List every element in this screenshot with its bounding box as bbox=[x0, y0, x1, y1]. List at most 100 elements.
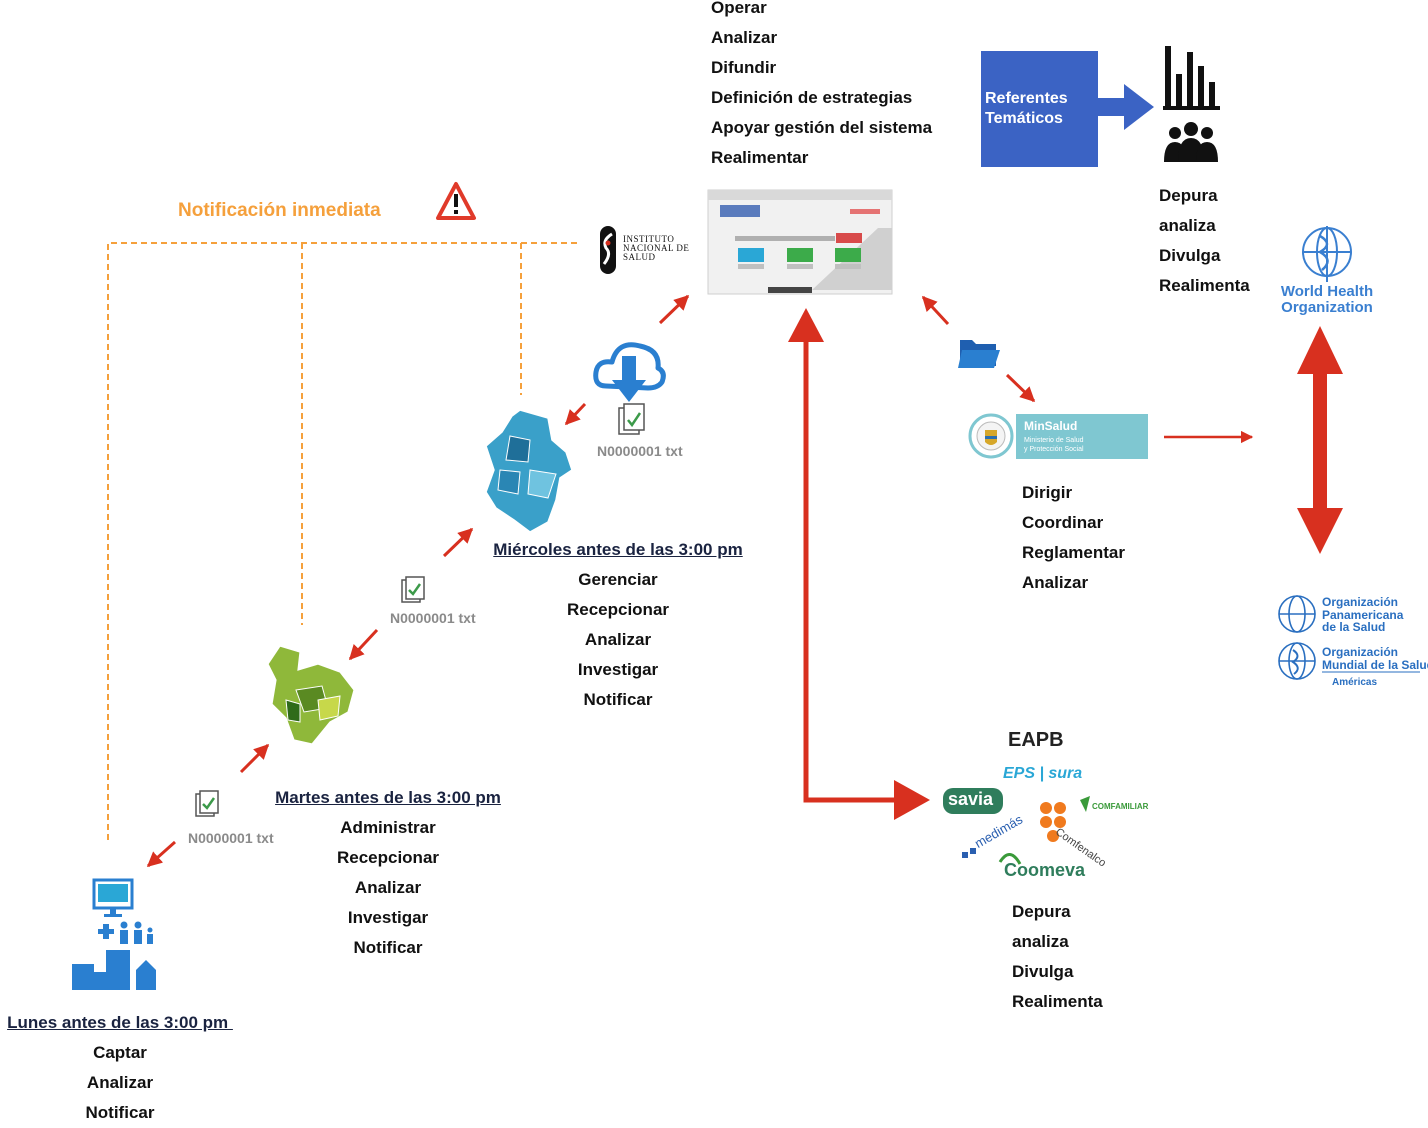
comfamiliar-logo-mark bbox=[1080, 796, 1090, 812]
eapb-title: EAPB bbox=[1008, 729, 1064, 751]
martes-action: Analizar bbox=[354, 878, 422, 897]
ins-logo-line: Salud bbox=[623, 252, 656, 262]
eapb-action: Depura bbox=[1012, 902, 1071, 921]
oms-logo-text: Organización Mundial de la Salud bbox=[1322, 646, 1428, 671]
referentes-label: Referentes Temáticos bbox=[985, 90, 1068, 127]
cloud-download-icon bbox=[593, 342, 666, 402]
miercoles-action: Gerenciar bbox=[578, 570, 658, 589]
savia-logo-text: savia bbox=[948, 789, 994, 809]
miercoles-action: Investigar bbox=[577, 660, 659, 679]
eapb-action: Realimenta bbox=[1012, 992, 1103, 1011]
people-group-icon bbox=[1164, 122, 1218, 162]
miercoles-action: Notificar bbox=[583, 690, 653, 709]
who-logo-line: Organization bbox=[1281, 299, 1373, 316]
file-label: N0000001 txt bbox=[188, 830, 274, 846]
referentes-action: analiza bbox=[1159, 216, 1216, 235]
who-ops-double-arrow bbox=[1297, 326, 1343, 554]
referentes-actions: Depura analiza Divulga Realimenta bbox=[1159, 181, 1250, 301]
who-emblem-icon bbox=[1302, 226, 1352, 282]
lunes-title: Lunes antes de las 3:00 pm bbox=[7, 1013, 233, 1032]
referentes-action: Depura bbox=[1159, 186, 1218, 205]
center-actions: Operar Analizar Difundir Definición de e… bbox=[711, 0, 932, 173]
arrow-to-department bbox=[348, 628, 379, 661]
ins-logo-text: Instituto Nacional de Salud bbox=[623, 235, 689, 262]
coomeva-logo-text: Coomeva bbox=[1004, 860, 1086, 880]
minsalud-logo-sub: Ministerio de Salud y Protección Social bbox=[1024, 436, 1084, 454]
miercoles-title: Miércoles antes de las 3:00 pm bbox=[493, 540, 743, 559]
lunes-block: Lunes antes de las 3:00 pm Captar Analiz… bbox=[0, 1008, 240, 1128]
minsalud-logo-sub-line: y Protección Social bbox=[1024, 446, 1084, 453]
martes-block: Martes antes de las 3:00 pm Administrar … bbox=[258, 783, 518, 963]
file-label: N0000001 txt bbox=[390, 610, 476, 626]
sura-logo: EPS | sura bbox=[1003, 765, 1083, 782]
arrow-up-to-department bbox=[239, 743, 270, 774]
arrow-to-platform bbox=[658, 294, 690, 325]
martes-title: Martes antes de las 3:00 pm bbox=[275, 788, 501, 807]
ins-logo-line: Instituto bbox=[623, 234, 675, 244]
arrow-folder-to-minsalud bbox=[1005, 373, 1036, 403]
martes-action: Administrar bbox=[340, 818, 436, 837]
center-action: Operar bbox=[711, 0, 767, 17]
miercoles-block: Miércoles antes de las 3:00 pm Gerenciar… bbox=[478, 535, 758, 715]
minsalud-action: Reglamentar bbox=[1022, 543, 1125, 562]
minsalud-logo: MinSalud Ministerio de Salud y Protecció… bbox=[1016, 414, 1148, 459]
martes-action: Recepcionar bbox=[336, 848, 440, 867]
flow-arrows bbox=[146, 294, 1254, 868]
file-label: N0000001 txt bbox=[597, 443, 683, 459]
folder-icon bbox=[958, 340, 1000, 368]
lunes-action: Notificar bbox=[85, 1103, 155, 1122]
ops-logo-line: Panamericana bbox=[1322, 607, 1404, 622]
bar-chart-icon bbox=[1163, 46, 1220, 110]
minsalud-logo-title: MinSalud bbox=[1024, 419, 1078, 433]
colombia-coat-of-arms-icon bbox=[968, 413, 1014, 459]
sivigila-platform-screenshot bbox=[707, 189, 893, 295]
who-logo-text: World Health Organization bbox=[1276, 284, 1378, 316]
coomeva-logo-mark bbox=[998, 853, 1022, 865]
colombia-map bbox=[485, 409, 573, 533]
eapb-action: analiza bbox=[1012, 932, 1069, 951]
oms-logo-line: Organización bbox=[1322, 645, 1399, 659]
minsalud-action: Analizar bbox=[1022, 573, 1089, 592]
martes-action: Investigar bbox=[347, 908, 429, 927]
oms-emblem-icon bbox=[1278, 642, 1316, 680]
document-check-icon-1 bbox=[618, 403, 645, 435]
martes-action: Notificar bbox=[353, 938, 423, 957]
center-action: Difundir bbox=[711, 58, 777, 77]
center-action: Apoyar gestión del sistema bbox=[711, 118, 933, 137]
center-action: Analizar bbox=[711, 28, 778, 47]
ins-logo-mark bbox=[600, 226, 616, 274]
miercoles-action: Recepcionar bbox=[566, 600, 670, 619]
center-action: Realimentar bbox=[711, 148, 809, 167]
comfenalco-logo-mark bbox=[1040, 802, 1066, 842]
department-map bbox=[267, 645, 355, 745]
eapb-actions: Depura analiza Divulga Realimenta bbox=[1012, 897, 1103, 1017]
referentes-action: Divulga bbox=[1159, 246, 1221, 265]
lunes-action: Analizar bbox=[86, 1073, 154, 1092]
arrow-to-municipality bbox=[146, 840, 176, 868]
ops-logo-line: de la Salud bbox=[1322, 620, 1386, 634]
ops-logo-text: Organización Panamericana de la Salud bbox=[1322, 596, 1403, 634]
comfamiliar-logo-text: COMFAMILIAR bbox=[1092, 802, 1149, 811]
minsalud-logo-sub-line: Ministerio de Salud bbox=[1024, 437, 1084, 444]
minsalud-action: Dirigir bbox=[1022, 483, 1073, 502]
ops-logo-line: Organización bbox=[1322, 595, 1399, 609]
minsalud-actions: Dirigir Coordinar Reglamentar Analizar bbox=[1022, 478, 1125, 598]
ins-logo-line: Nacional de bbox=[623, 243, 690, 253]
notification-dashed-lines bbox=[107, 242, 580, 840]
notificacion-inmediata-label: Notificación inmediata bbox=[178, 200, 381, 221]
oms-americas-text: Américas bbox=[1332, 677, 1378, 688]
arrow-cloud-to-colombia bbox=[564, 402, 587, 426]
warning-icon bbox=[436, 182, 476, 220]
eapb-action: Divulga bbox=[1012, 962, 1074, 981]
referentes-tematicos-box: Referentes Temáticos bbox=[981, 51, 1098, 167]
oms-logo-line: Mundial de la Salud bbox=[1322, 657, 1428, 672]
ops-emblem-icon bbox=[1278, 595, 1316, 633]
medimas-logo-mark bbox=[962, 848, 976, 858]
health-provider-icon bbox=[72, 878, 156, 990]
document-check-icon-3 bbox=[195, 790, 219, 817]
who-logo-line: World Health bbox=[1280, 283, 1374, 300]
lunes-action: Captar bbox=[93, 1043, 147, 1062]
referentes-action: Realimenta bbox=[1159, 276, 1250, 295]
document-check-icon-2 bbox=[401, 576, 425, 603]
